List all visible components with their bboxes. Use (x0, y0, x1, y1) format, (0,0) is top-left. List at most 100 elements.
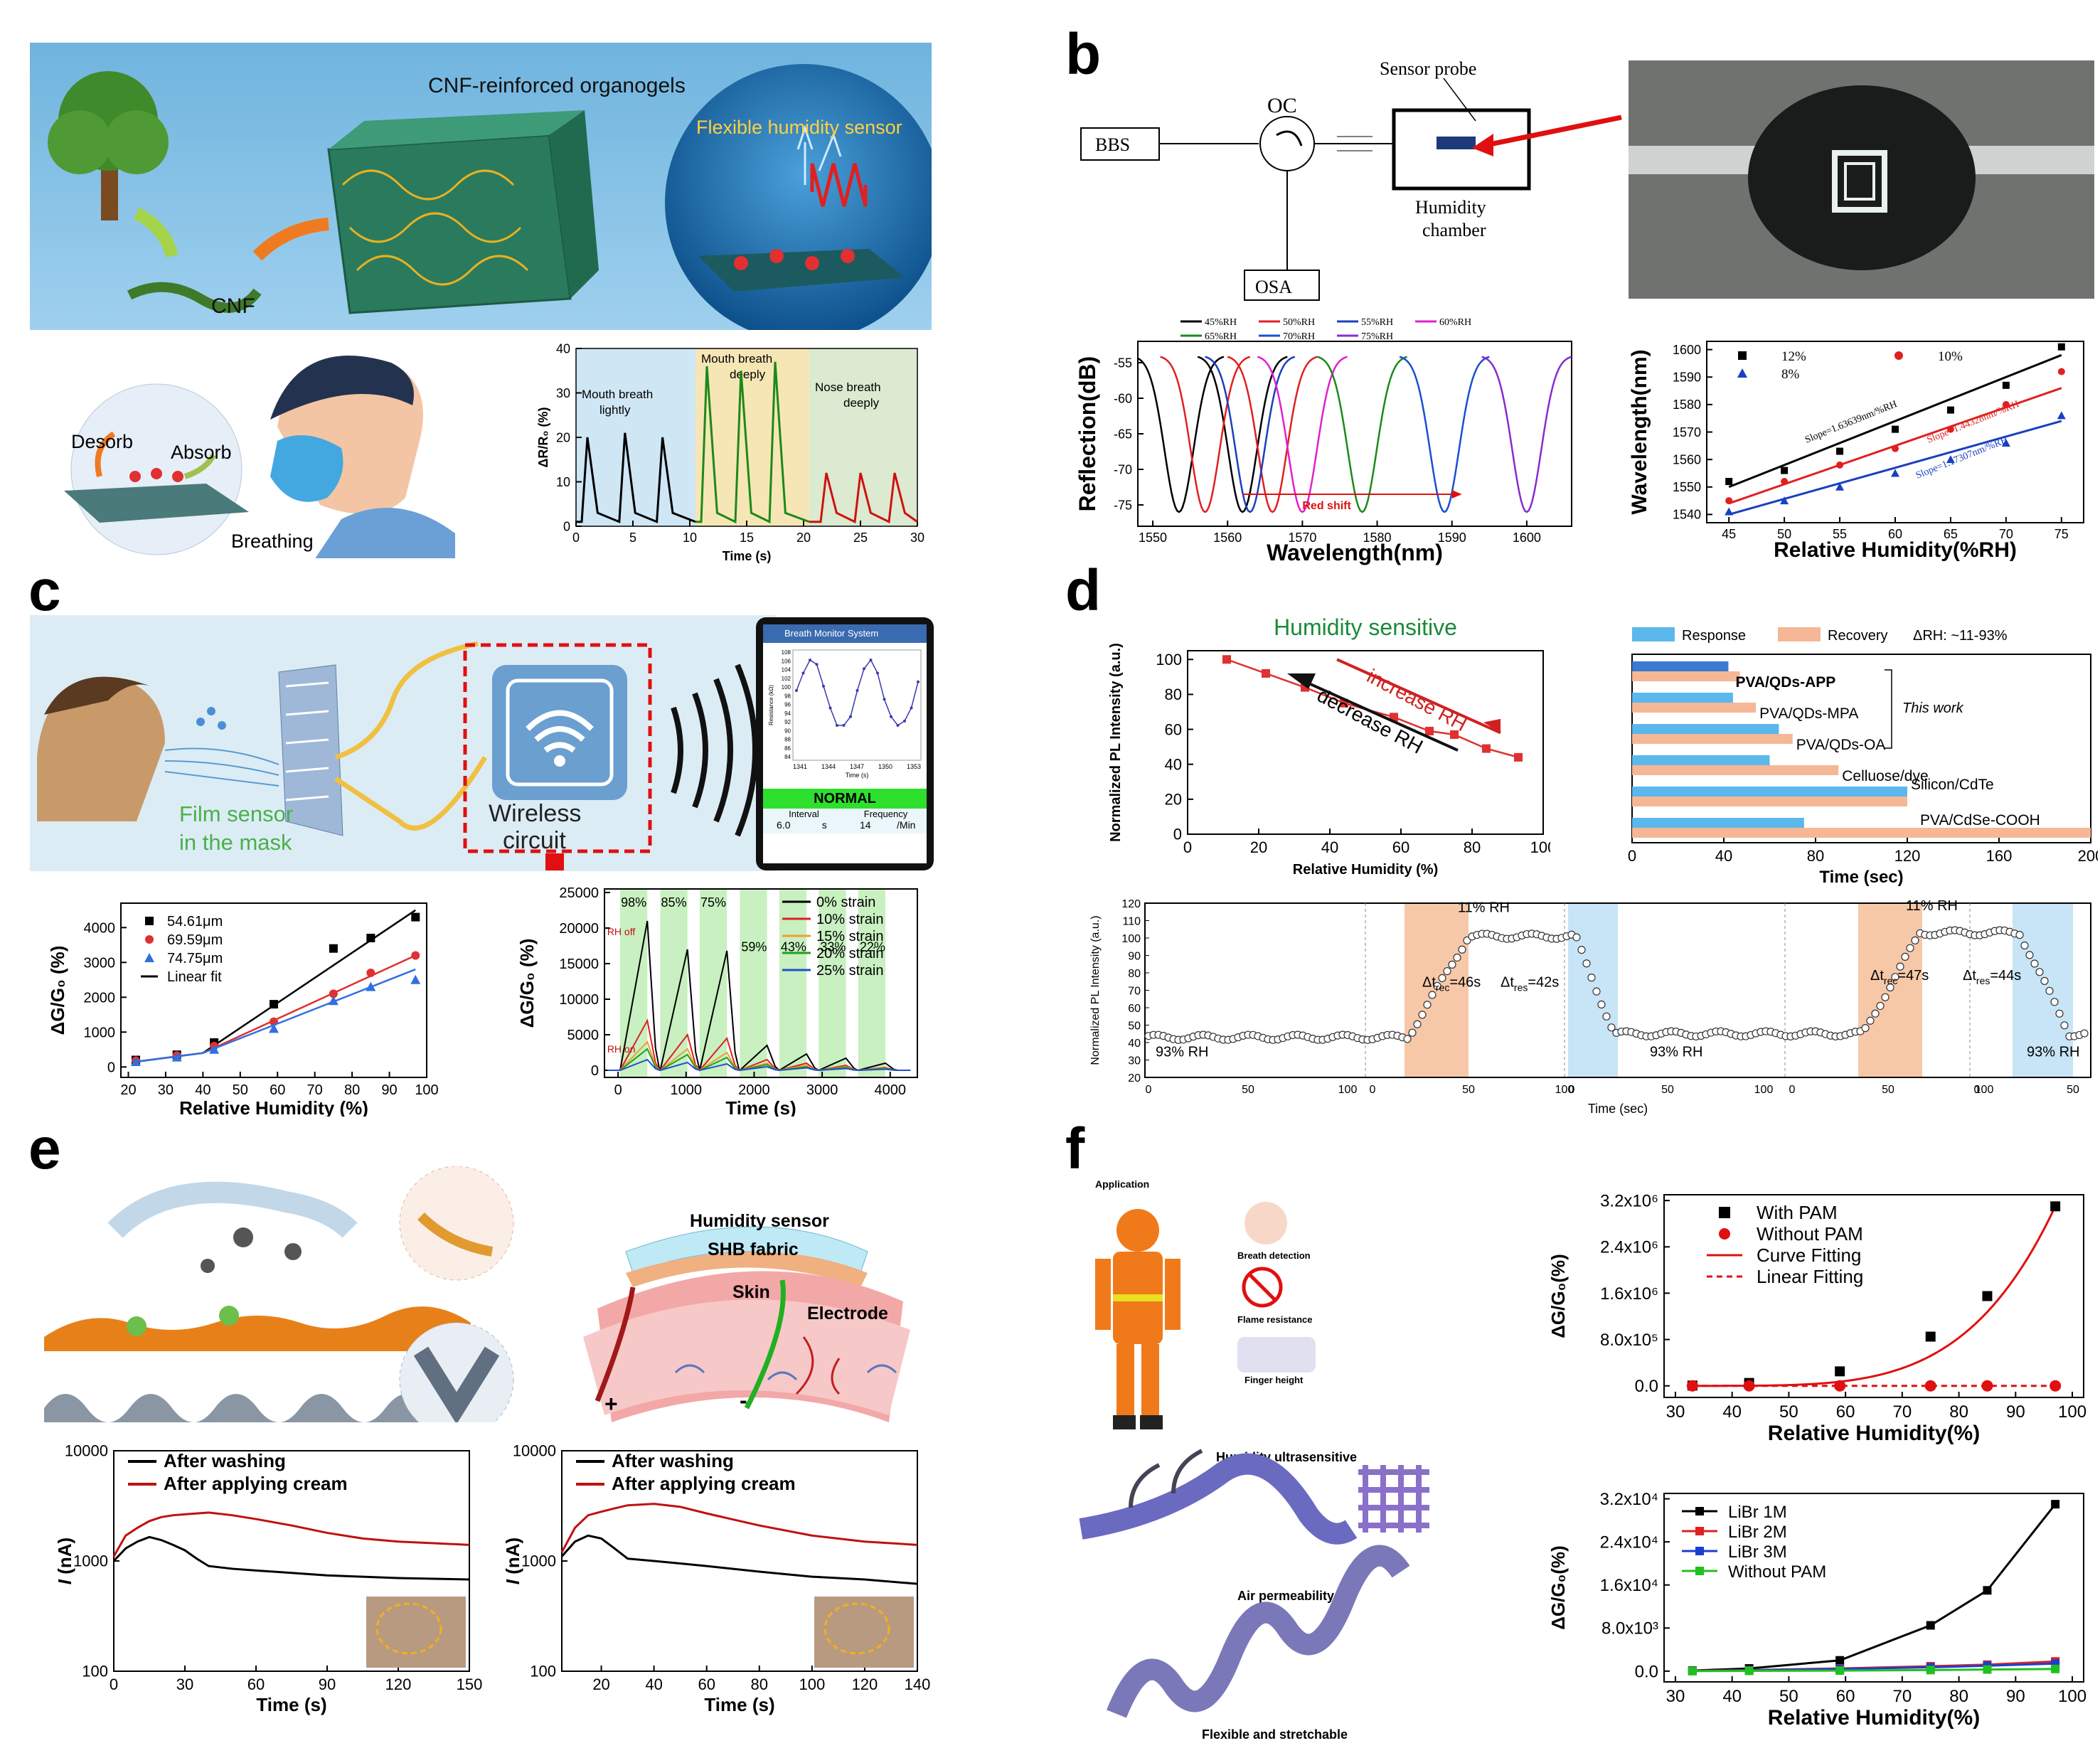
breath-detection-icon (1244, 1202, 1287, 1245)
interval-label: Interval (789, 809, 819, 819)
phone-data-point (849, 715, 852, 718)
legend-marker (144, 953, 154, 962)
sensor-location-circle (375, 1602, 442, 1655)
x-tick-label: 75 (2054, 527, 2069, 541)
bbs-label: BBS (1095, 134, 1130, 155)
data-point (1892, 425, 1899, 433)
absorb-label: Absorb (171, 442, 232, 463)
phone-data-point (842, 724, 846, 727)
skin-label: Skin (732, 1282, 770, 1302)
legend-marker (1738, 351, 1747, 360)
region-label: deeply (730, 368, 766, 381)
organogel-block-icon (327, 110, 599, 314)
y-tick-label: 0.0 (1635, 1377, 1658, 1396)
x-axis-label: Time (sec) (1588, 1102, 1648, 1116)
legend-marker (1695, 1547, 1704, 1555)
bar-category-label: Celluose/dye (1842, 768, 1928, 784)
phone-data-point (917, 680, 920, 683)
y-tick-label: -55 (1114, 356, 1132, 370)
legend-label: Recovery (1828, 628, 1887, 644)
y-tick-label: 1000 (84, 1025, 116, 1040)
rh-label: 11% RH (1906, 898, 1958, 914)
minus-label: - (740, 1387, 747, 1413)
x-tick-label: 70 (1999, 527, 2013, 541)
legend-label: LiBr 3M (1728, 1542, 1787, 1562)
phone-x-tick: 1353 (907, 763, 921, 770)
y-tick-label: 2000 (84, 990, 116, 1006)
frequency-value: 14 (859, 819, 871, 831)
humidity-band (819, 889, 846, 1077)
humidity-band (699, 889, 727, 1077)
red-shift-label: Red shift (1302, 500, 1351, 512)
x-tick-label: 10 (683, 531, 697, 545)
legend-label: After washing (612, 1450, 734, 1471)
y-tick-label: 30 (556, 386, 570, 400)
x-tick-label: 1560 (1213, 531, 1242, 545)
region-band (695, 348, 809, 526)
oc-label: OC (1267, 94, 1297, 117)
cycle-data-point (1896, 962, 1904, 971)
response-time-annotation: Δtres=44s (1963, 968, 2021, 986)
phone-data-point (856, 689, 859, 692)
cycle-data-point (1438, 974, 1446, 983)
y-tick-label: 1000 (73, 1552, 108, 1570)
y-tick-label: 100 (1156, 651, 1182, 668)
bar-category-label: PVA/QDs-OA (1796, 737, 1886, 753)
rh-label: 11% RH (1458, 900, 1510, 915)
data-point (366, 934, 375, 942)
spectrum-dip-line (1205, 356, 1296, 513)
desorb-label: Desorb (71, 431, 133, 452)
response-bar (1632, 755, 1770, 765)
cycle-data-point (1871, 1009, 1880, 1018)
data-point (1780, 496, 1789, 505)
x-tick-label: 60 (1392, 838, 1409, 856)
band-label: 75% (700, 895, 726, 910)
region-band (809, 348, 917, 526)
cycle-data-point (1861, 1024, 1870, 1033)
legend-label: 12% (1781, 349, 1806, 364)
legend-label: Response (1682, 628, 1746, 644)
y-tick-label: 110 (1122, 916, 1141, 928)
legend-label: Linear Fitting (1757, 1266, 1863, 1287)
y-tick-label: 30 (1128, 1055, 1141, 1067)
y-axis-label: ΔG/G₀ (%) (47, 946, 68, 1035)
x-tick-label: 100 (799, 1675, 825, 1693)
phone-x-tick: 1341 (793, 763, 807, 770)
curve-fit-line (1692, 1205, 2057, 1387)
cnf-banner-illustration: CNF-reinforced organogels CNF Flexible h… (30, 43, 942, 341)
wireless-waves-icon (671, 664, 758, 837)
without-pam-point (2050, 1380, 2062, 1392)
legend-label: After applying cream (164, 1473, 348, 1494)
cycle-data-point (1413, 1020, 1422, 1028)
y-axis-label: Normalized PL Intensity (a.u.) (1089, 915, 1102, 1065)
x-axis-label: Time (s) (723, 549, 772, 563)
red-shift-arrowhead (1451, 490, 1462, 499)
without-pam-point (1834, 1380, 1846, 1392)
sensor-probe-icon (1437, 137, 1476, 149)
y-axis-label: Normalized PL Intensity (a.u.) (1108, 643, 1124, 842)
x-tick-label: 90 (381, 1082, 397, 1098)
response-bar (1632, 693, 1733, 703)
flexible-sensor-label: Flexible humidity sensor (696, 117, 902, 138)
y-axis-label: ΔR/R₀ (%) (536, 407, 550, 467)
flexible-stretchable-label: Flexible and stretchable (1202, 1727, 1348, 1742)
x-axis-label: Wavelength(nm) (1267, 540, 1443, 565)
band-label: 85% (661, 895, 687, 910)
x-tick-label: 0 (1789, 1084, 1796, 1096)
cycle-data-point (2055, 1009, 2064, 1018)
x-tick-label: 70 (1893, 1687, 1912, 1706)
y-tick-label: 1560 (1673, 452, 1701, 467)
bar-category-label: Silicon/CdTe (1911, 777, 1994, 793)
legend-marker (1695, 1507, 1704, 1515)
data-point (329, 944, 338, 953)
x-tick-label: 60 (1836, 1402, 1855, 1422)
panel-letter-c: c (28, 558, 61, 623)
without-pam-point (1686, 1380, 1698, 1392)
pl-data-point (1262, 668, 1270, 678)
phone-y-tick: 86 (784, 745, 791, 752)
spectrum-dip-line (1137, 356, 1225, 513)
x-tick-label: 1600 (1513, 531, 1541, 545)
